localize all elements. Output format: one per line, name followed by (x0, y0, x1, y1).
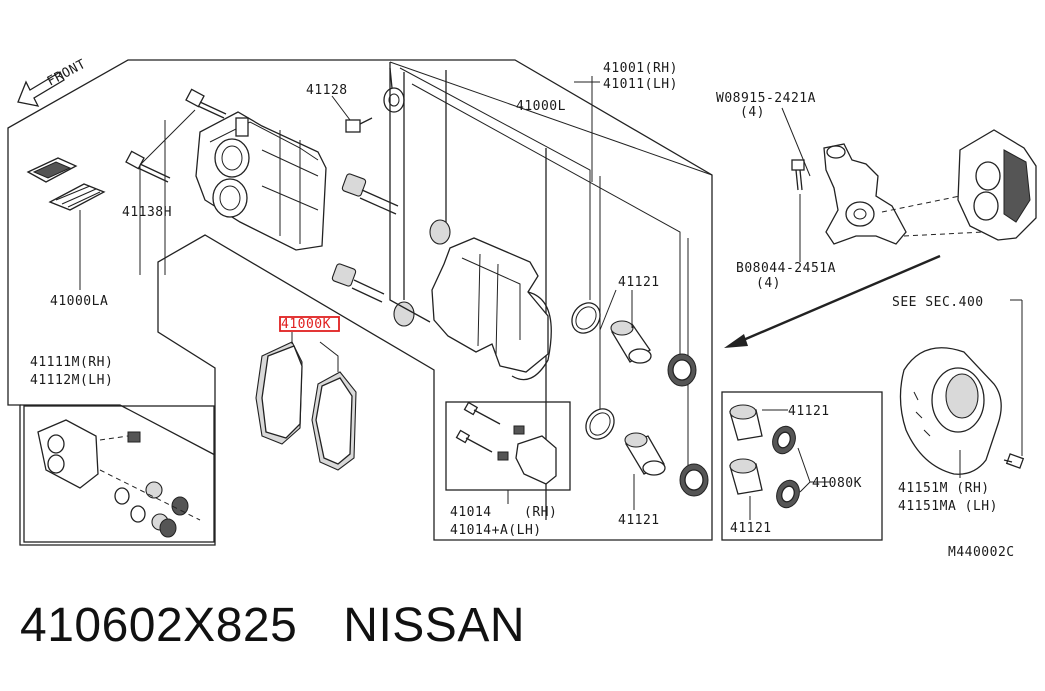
brake-pad-inner-icon (255, 341, 303, 445)
bleeder-icon (345, 117, 373, 133)
dust-boot-lower-icon (679, 463, 709, 497)
label-41151ma-lh: 41151MA (LH) (898, 499, 998, 514)
piston-seal-upper-icon (571, 302, 601, 334)
caliper-bracket-icon (429, 219, 552, 381)
assembly-arrow-icon (724, 254, 941, 348)
caliper-kit-icon (37, 419, 201, 538)
inset-box-41111m (23, 405, 215, 543)
label-41011-lh: 41011(LH) (603, 77, 678, 92)
label-41000k: 41000K (281, 317, 331, 332)
label-41128: 41128 (306, 83, 348, 98)
label-41014a-lh: 41014+A(LH) (450, 523, 542, 538)
drawing-code: M440002C (948, 545, 1015, 560)
guide-bolt-lower-icon (125, 150, 171, 183)
caliper-assembly-icon (957, 129, 1037, 241)
label-41000l: 41000L (516, 99, 566, 114)
pin-boot-icon (383, 67, 405, 113)
piston-kit-upper-icon (729, 404, 796, 455)
label-41121-a: 41121 (618, 275, 660, 290)
inset-box-41080k (721, 391, 883, 541)
shield-bolt-icon (1003, 453, 1025, 469)
steering-knuckle-icon (823, 143, 907, 245)
piston-seal-lower-icon (585, 408, 615, 440)
part-number: 410602X825 (20, 599, 298, 652)
part-highlight (279, 316, 340, 332)
label-41080k: 41080K (812, 476, 862, 491)
label-41111m-rh: 41111M(RH) (30, 355, 113, 370)
mounting-bolt-icon (791, 159, 805, 191)
label-41121-d: 41121 (730, 521, 772, 536)
caliper-body-icon (195, 111, 327, 251)
label-41001-rh: 41001(RH) (603, 61, 678, 76)
dust-boot-upper-icon (667, 353, 697, 387)
caliper-support-icon (455, 401, 557, 485)
label-41151m-rh: 41151M (RH) (898, 481, 990, 496)
brake-pad-outer-icon (311, 371, 357, 471)
label-41014-rh: (RH) (524, 505, 557, 520)
part-caption: 410602X825 NISSAN (20, 598, 525, 653)
guide-bolt-upper-icon (185, 88, 227, 119)
piston-lower-icon (624, 432, 666, 476)
guide-pin-lower-icon (331, 263, 415, 327)
piston-upper-icon (610, 320, 652, 364)
label-41121-b: 41121 (618, 513, 660, 528)
front-label: FRONT (45, 57, 89, 90)
label-w-qty: (4) (740, 105, 765, 120)
main-frame (7, 59, 713, 546)
label-41014: 41014 (450, 505, 492, 520)
kit-frame (20, 404, 216, 456)
label-41000la: 41000LA (50, 294, 108, 309)
label-41138h: 41138H (122, 205, 172, 220)
piston-kit-lower-icon (729, 458, 800, 509)
label-b-qty: (4) (756, 276, 781, 291)
label-41112m-lh: 41112M(LH) (30, 373, 113, 388)
label-see-sec: SEE SEC.400 (892, 295, 984, 310)
front-arrow-icon (17, 71, 65, 107)
brand-name: NISSAN (343, 599, 525, 652)
label-41121-c: 41121 (788, 404, 830, 419)
pad-shim-icon (26, 157, 106, 211)
splash-shield-icon (899, 347, 1002, 475)
label-w-bolt: W08915-2421A (716, 91, 816, 106)
assembly-lines (389, 62, 547, 520)
label-b-bolt: B08044-2451A (736, 261, 836, 276)
